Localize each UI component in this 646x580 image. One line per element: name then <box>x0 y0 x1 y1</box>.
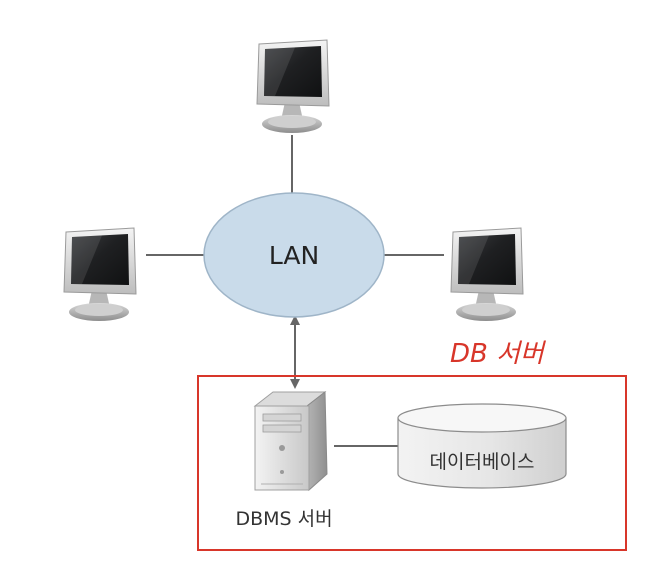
monitor-icon <box>450 227 524 322</box>
lan-label: LAN <box>269 241 319 270</box>
database-label: 데이터베이스 <box>430 451 535 473</box>
server-tower-icon <box>253 390 328 492</box>
lan-cloud <box>203 192 385 318</box>
database-cylinder-icon <box>397 403 567 489</box>
db-server-label: DB 서버 <box>450 339 547 369</box>
monitor-icon <box>63 227 137 322</box>
db-server-frame <box>197 375 627 551</box>
monitor-icon <box>256 39 330 134</box>
dbms-server-label: DBMS 서버 <box>235 508 332 530</box>
